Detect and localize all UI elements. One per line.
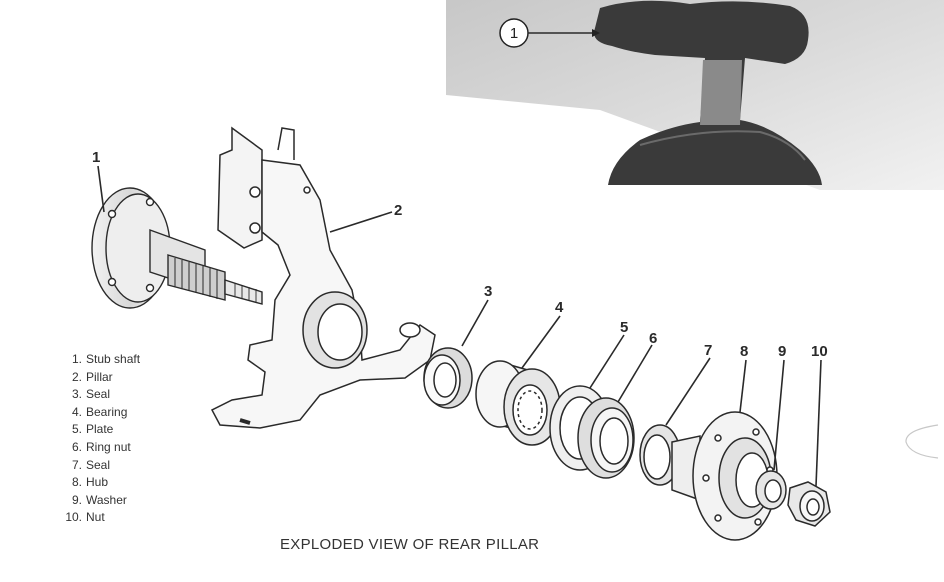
page-edge-mark	[905, 424, 939, 459]
legend-number: 3.	[71, 387, 82, 402]
callout-7: 7	[704, 342, 712, 359]
legend-label: Hub	[86, 475, 109, 490]
legend-item: 10. Nut	[58, 509, 140, 527]
part-ring-nut	[577, 397, 635, 479]
callout-2: 2	[394, 202, 402, 219]
legend-item: 3. Seal	[58, 386, 140, 404]
parts-legend: 1. Stub shaft 2. Pillar 3. Seal 4. Bearing 5…	[58, 351, 140, 527]
legend-number: 6.	[71, 439, 82, 454]
legend-item: 2. Pillar	[58, 369, 140, 387]
callout-5: 5	[620, 319, 628, 336]
legend-number: 2.	[71, 369, 82, 384]
callout-leaders	[97, 165, 822, 487]
part-pillar	[210, 126, 436, 429]
legend-item: 8. Hub	[58, 474, 140, 492]
legend-item: 1. Stub shaft	[58, 351, 140, 369]
legend-label: Pillar	[86, 369, 113, 384]
part-nut	[787, 481, 831, 527]
part-seal-inner	[423, 347, 473, 409]
callout-3: 3	[484, 283, 492, 300]
legend-item: 7. Seal	[58, 457, 140, 475]
legend-number: 10.	[65, 510, 82, 525]
legend-label: Plate	[86, 422, 114, 437]
legend-label: Ring nut	[86, 439, 131, 454]
callout-8: 8	[740, 343, 748, 360]
callout-10: 10	[811, 343, 828, 360]
callout-4: 4	[555, 299, 564, 316]
part-stub-shaft	[91, 187, 263, 309]
part-seal-outer	[639, 424, 681, 486]
callout-1: 1	[92, 149, 100, 166]
legend-label: Bearing	[86, 404, 128, 419]
legend-number: 5.	[71, 422, 82, 437]
legend-number: 1.	[71, 352, 82, 366]
legend-label: Washer	[86, 492, 127, 507]
part-bearing	[475, 360, 561, 446]
legend-item: 6. Ring nut	[58, 439, 140, 457]
diagram-caption: EXPLODED VIEW OF REAR PILLAR	[280, 536, 540, 553]
legend-number: 9.	[71, 492, 82, 507]
legend-number: 7.	[71, 457, 82, 472]
legend-item: 9. Washer	[58, 492, 140, 510]
legend-number: 4.	[71, 404, 82, 419]
legend-label: Seal	[86, 457, 111, 472]
callout-9: 9	[778, 343, 786, 360]
part-washer	[755, 470, 787, 510]
legend-item: 5. Plate	[58, 421, 140, 439]
legend-label: Stub shaft	[86, 352, 141, 366]
callout-numbers: 1 2 3 4 5 6 7 8 9 10	[92, 149, 828, 360]
callout-6: 6	[649, 330, 657, 347]
inset-photo: 1	[446, 0, 944, 190]
inset-callout-number: 1	[510, 25, 518, 42]
legend-label: Nut	[86, 510, 105, 525]
legend-item: 4. Bearing	[58, 404, 140, 422]
legend-number: 8.	[71, 475, 82, 490]
legend-label: Seal	[86, 387, 111, 402]
